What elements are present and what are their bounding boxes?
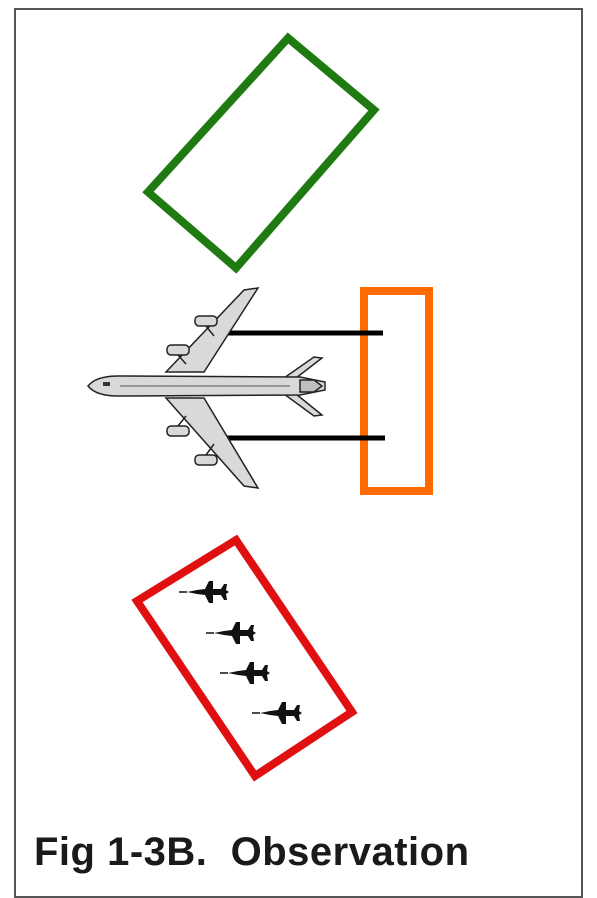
tanker-aircraft-icon: [87, 287, 326, 489]
fighter-jet-icon: [251, 701, 303, 725]
fighter-jet-icon: [178, 580, 230, 604]
orange-contact-box: [360, 287, 433, 495]
green-observation-box: [142, 32, 380, 274]
red-receiver-box: [131, 534, 358, 782]
fighter-jet-icon: [219, 661, 271, 685]
fighter-jet-icon: [205, 621, 257, 645]
figure-caption: Fig 1-3B. Observation: [34, 830, 470, 874]
